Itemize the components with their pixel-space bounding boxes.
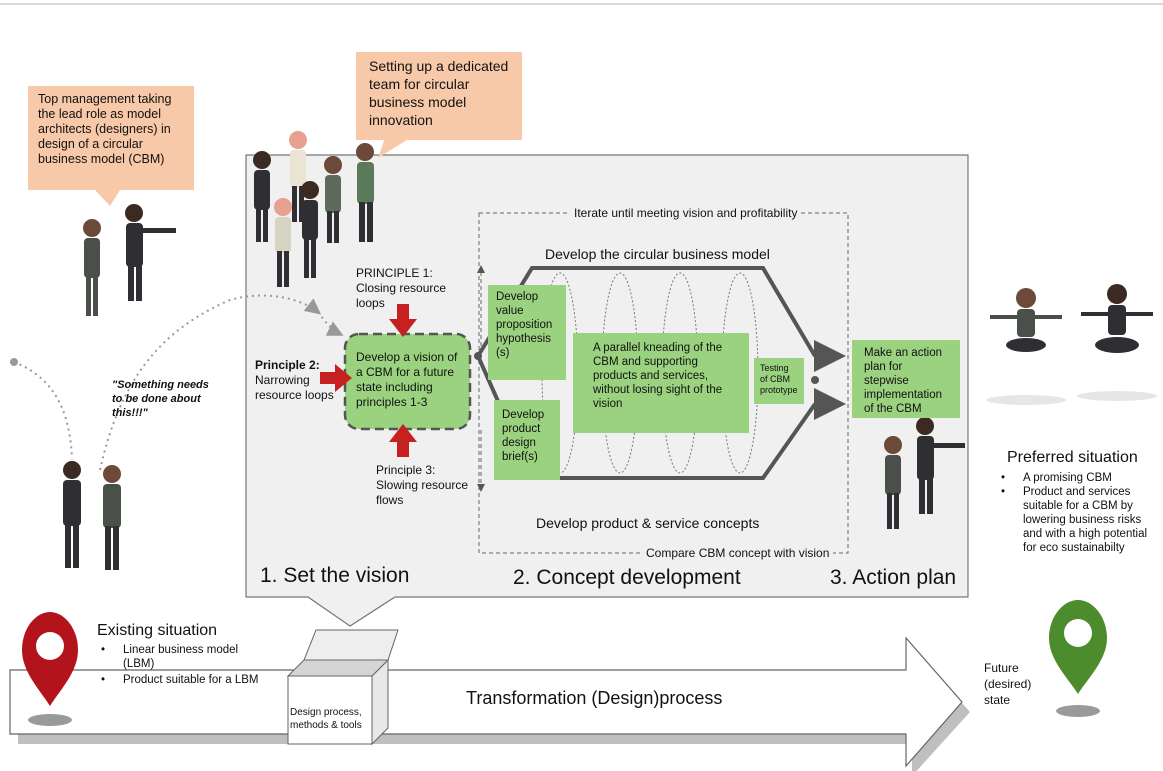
green-box-design-brief: Develop product design brief(s) [494,400,560,480]
develop-product-label: Develop product & service concepts [536,515,760,531]
principle-3-title: Principle 3: [376,463,436,477]
develop-cbm-label: Develop the circular business model [545,246,770,262]
phase-set-vision: 1. Set the vision [260,564,410,587]
iterate-label: Iterate until meeting vision and profita… [570,206,802,221]
preferred-situation: Preferred situation A promising CBM Prod… [1001,449,1163,555]
existing-item-1: Linear business model (LBM) [97,643,267,671]
preferred-situation-title: Preferred situation [1007,449,1138,466]
location-pin-red-icon [22,612,78,726]
box-icon [286,629,399,746]
green-box-kneading: A parallel kneading of the CBM and suppo… [573,333,749,433]
existing-situation: Existing situation Linear business model… [97,622,267,687]
design-process-label: Design process, methods & tools [290,707,362,731]
principle-1-title: PRINCIPLE 1: [356,266,433,280]
green-box-action: Make an action plan for stepwise impleme… [852,340,960,418]
existing-situation-title: Existing situation [97,622,218,639]
green-box-kneading-text: A parallel kneading of the CBM and suppo… [593,342,723,410]
preferred-item-1: A promising CBM [997,471,1163,485]
preferred-item-2: Product and services suitable for a CBM … [997,485,1163,555]
compare-label: Compare CBM concept with vision [642,546,834,561]
future-state-label: Future (desired) state [984,661,1032,707]
green-box-value-prop: Develop value proposition hypothesis (s) [488,285,566,380]
green-box-action-text: Make an action plan for stepwise impleme… [864,347,942,415]
location-pin-green-icon [1049,600,1107,717]
phase-concept-development: 2. Concept development [513,566,741,589]
principle-2-text: Narrowing resource loops [255,373,334,402]
principle-3: Principle 3: Slowing resource flows [376,463,476,508]
principle-3-text: Slowing resource flows [376,478,469,507]
phase-action-plan: 3. Action plan [830,566,957,589]
red-arrow-icon [320,304,417,457]
callout-top-management-text: Top management taking the lead role as m… [38,92,172,166]
vision-box-frame [343,332,472,431]
vision-box-text: Develop a vision of a CBM for a future s… [356,350,458,409]
principle-2: Principle 2: Narrowing resource loops [255,358,335,403]
callout-top-management: Top management taking the lead role as m… [28,86,194,190]
people-figure-icon [63,131,1157,570]
green-box-value-prop-text: Develop value proposition hypothesis (s) [496,291,553,359]
quote-text: "Something needs to be done about this!!… [112,379,209,419]
green-box-testing: Testing of CBM prototype [754,358,804,404]
callout-dedicated-team: Setting up a dedicated team for circular… [356,52,522,140]
principle-1: PRINCIPLE 1: Closing resource loops [356,266,456,311]
transformation-label: Transformation (Design)process [466,688,723,708]
green-box-design-brief-text: Develop product design brief(s) [502,409,545,463]
principle-1-text: Closing resource loops [356,281,447,310]
existing-item-2: Product suitable for a LBM [97,673,267,687]
green-box-testing-text: Testing of CBM prototype [760,363,798,395]
principle-2-title: Principle 2: [255,358,320,372]
callout-dedicated-team-text: Setting up a dedicated team for circular… [369,58,509,128]
